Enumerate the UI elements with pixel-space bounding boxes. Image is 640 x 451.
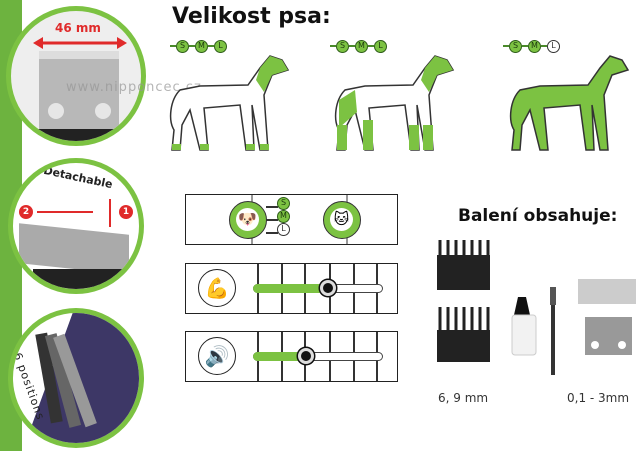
size-m: M <box>355 39 368 53</box>
size-s: S <box>277 197 290 210</box>
dog-size-figures <box>169 55 630 151</box>
blade-image <box>19 223 129 275</box>
oil-bottle <box>511 297 537 356</box>
slider-knob[interactable] <box>320 280 337 296</box>
blade-width-photo: 46 mm <box>6 6 146 146</box>
size-s: S <box>176 39 189 53</box>
step-1-badge: 1 <box>119 205 133 219</box>
comb-positions-photo: 6 positions <box>8 308 144 448</box>
slider-fill <box>253 284 329 293</box>
speaker-icon: 🔊 <box>198 337 236 375</box>
size-l: L <box>277 223 290 236</box>
clipper-body-image <box>21 313 139 443</box>
blade-size-label: 0,1 - 3mm <box>567 391 630 405</box>
dog-icon: 🐶 <box>229 201 267 239</box>
size-s: S <box>509 39 522 53</box>
clipper-body-image <box>33 269 139 289</box>
comb-attachment-2 <box>437 307 490 362</box>
cat-icon: 🐱 <box>323 201 361 239</box>
package-contents <box>437 240 636 375</box>
detachable-label: Detachable <box>42 163 114 192</box>
clipper-blade-icon <box>21 37 131 141</box>
package-title: Balení obsahuje: <box>458 206 618 226</box>
blade-guard <box>578 279 636 304</box>
pet-suitability-box: 🐶 S M L 🐱 <box>185 194 398 245</box>
dog-figure-2 <box>334 55 454 151</box>
press-arrow <box>109 199 111 227</box>
combs-size-label: 6, 9 mm <box>438 391 489 405</box>
size-s: S <box>336 39 349 53</box>
watermark: www.nipponcec.cz <box>66 80 202 95</box>
noise-rating-box: 🔊 <box>185 331 398 382</box>
blade-width-label: 46 mm <box>55 21 101 35</box>
size-m: M <box>528 39 541 53</box>
detachable-blade-photo: Detachable 2 1 <box>8 158 144 294</box>
slider-fill <box>253 352 307 361</box>
slider-knob[interactable] <box>298 348 315 364</box>
size-l: L <box>214 39 227 53</box>
dog-figure-1 <box>169 55 289 151</box>
size-m: M <box>195 39 208 53</box>
size-l: L <box>547 39 560 53</box>
size-l: L <box>374 39 387 53</box>
dog-size-title: Velikost psa: <box>172 4 331 29</box>
spare-blade <box>585 317 632 355</box>
power-rating-box: 💪 <box>185 263 398 314</box>
comb-attachment-1 <box>437 240 490 290</box>
dog-size-options: S M L <box>277 197 290 236</box>
dog-figure-3 <box>509 55 630 151</box>
slide-arrow <box>37 211 93 213</box>
size-m: M <box>277 210 290 223</box>
muscle-icon: 💪 <box>198 269 236 307</box>
cleaning-brush <box>550 287 556 375</box>
step-2-badge: 2 <box>19 205 33 219</box>
